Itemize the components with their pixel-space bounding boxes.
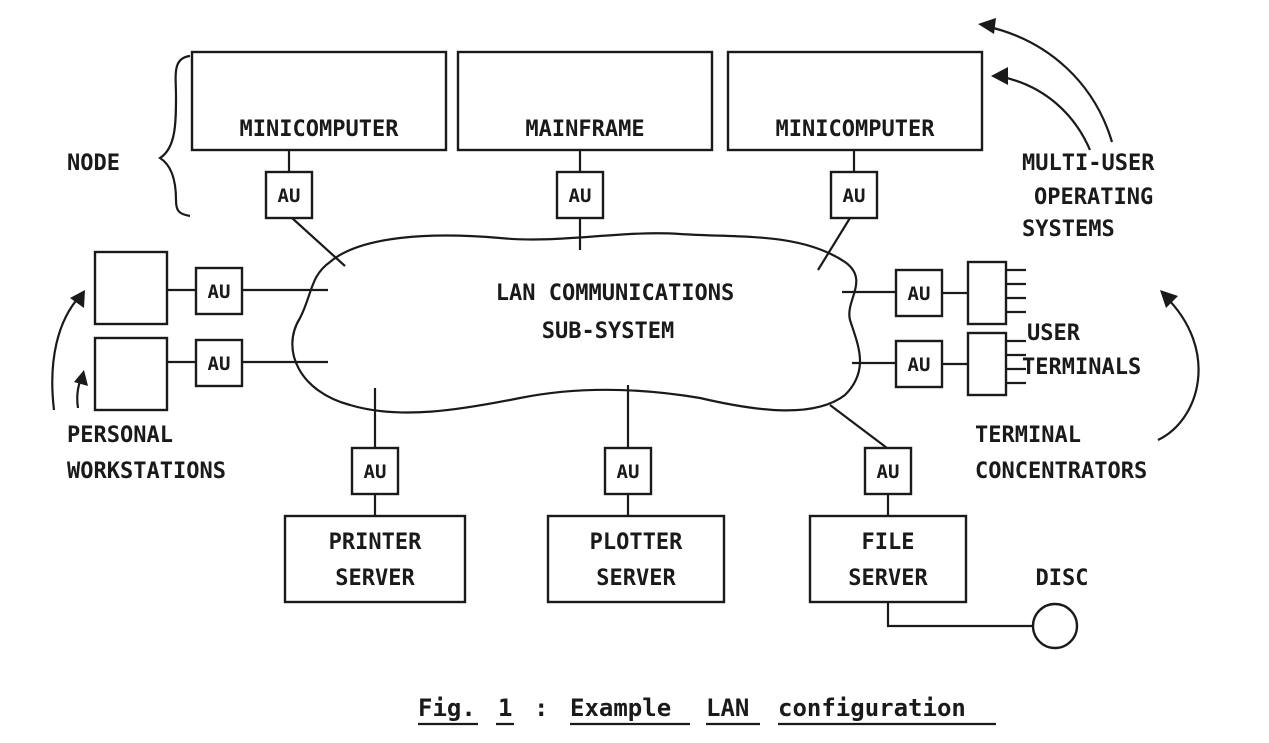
- terminal-concentrators-line1: TERMINAL: [975, 423, 1081, 448]
- mainframe-box: [456, 50, 714, 152]
- caption-word-example: Example: [570, 694, 671, 722]
- lan-title-line1: LAN COMMUNICATIONS: [496, 281, 734, 306]
- user-terminals-line2: TERMINALS: [1022, 355, 1141, 380]
- terminal-concentrator-lower: [966, 331, 1008, 397]
- user-terminals-line1: USER: [1027, 321, 1081, 346]
- arrowhead-workstations-inner: [74, 370, 88, 386]
- link-au-top-right-cloud: [817, 217, 851, 271]
- workstation-lower-box: [93, 336, 169, 412]
- au-file-server: AU: [863, 446, 913, 496]
- plotter-server-box: [546, 514, 726, 604]
- au-printer: AU: [350, 446, 400, 496]
- disc-icon: [1031, 602, 1079, 650]
- au-label: AU: [278, 185, 301, 207]
- file-server-line1: FILE: [862, 530, 915, 555]
- figure-caption: Fig. 1 : Example LAN configuration: [418, 694, 996, 726]
- arrowhead-workstations-outer: [70, 290, 85, 308]
- lan-cloud: [291, 232, 861, 414]
- personal-workstations-line2: WORKSTATIONS: [67, 459, 226, 484]
- au-workstation-lower: AU: [194, 338, 244, 388]
- minicomputer-left-label: MINICOMPUTER: [240, 117, 400, 142]
- minicomputer-left-box: [190, 50, 448, 152]
- au-workstation-upper: AU: [194, 266, 244, 316]
- workstation-upper-box: [93, 250, 169, 326]
- plotter-server-line1: PLOTTER: [590, 530, 683, 555]
- connector-file-server-disc: [886, 602, 1032, 628]
- au-label: AU: [843, 185, 866, 207]
- multi-user-line3: SYSTEMS: [1022, 217, 1115, 242]
- arrowhead-concentrators: [1160, 290, 1178, 308]
- minicomputer-right-label: MINICOMPUTER: [776, 117, 936, 142]
- arrow-multi-user-inner: [997, 74, 1092, 151]
- au-top-right: AU: [829, 170, 879, 220]
- caption-word-configuration: configuration: [778, 694, 966, 722]
- link-cloud-au-file: [829, 404, 888, 449]
- au-concentrator-lower: AU: [894, 339, 944, 389]
- terminal-lines-upper: [1006, 268, 1026, 314]
- au-top-left: AU: [264, 170, 314, 220]
- plotter-server-line2: SERVER: [596, 566, 676, 591]
- caption-separator: :: [534, 694, 548, 722]
- printer-server-box: [283, 514, 467, 604]
- arrowhead-multi-user-inner: [991, 67, 1008, 85]
- file-server-box: [808, 514, 968, 604]
- au-label: AU: [617, 461, 640, 483]
- au-concentrator-upper: AU: [894, 268, 944, 318]
- au-label: AU: [908, 354, 931, 376]
- terminal-concentrator-upper: [966, 260, 1008, 326]
- link-au-top-left-cloud: [291, 217, 346, 267]
- multi-user-line1: MULTI-USER: [1022, 151, 1155, 176]
- arrow-concentrators: [1157, 295, 1200, 441]
- caption-word-lan: LAN: [706, 694, 749, 722]
- disc-label: DISC: [1036, 566, 1089, 591]
- node-brace: [157, 54, 191, 218]
- au-plotter: AU: [603, 446, 653, 496]
- au-label: AU: [877, 461, 900, 483]
- file-server-line2: SERVER: [848, 566, 928, 591]
- au-top-center: AU: [555, 170, 605, 220]
- terminal-concentrators-line2: CONCENTRATORS: [975, 459, 1147, 484]
- mainframe-label: MAINFRAME: [525, 117, 644, 142]
- au-label: AU: [208, 353, 231, 375]
- caption-number: 1: [498, 694, 512, 722]
- arrowhead-multi-user-outer: [978, 18, 996, 34]
- node-label: NODE: [67, 151, 120, 176]
- minicomputer-right-box: [726, 50, 984, 152]
- arrow-workstations-outer: [51, 295, 81, 411]
- au-label: AU: [208, 281, 231, 303]
- personal-workstations-line1: PERSONAL: [67, 423, 173, 448]
- lan-title-line2: SUB-SYSTEM: [542, 319, 674, 344]
- caption-prefix: Fig.: [418, 694, 476, 722]
- printer-server-line1: PRINTER: [329, 530, 422, 555]
- arrow-multi-user-outer: [984, 24, 1114, 143]
- au-label: AU: [908, 283, 931, 305]
- terminal-lines-lower: [1006, 339, 1026, 385]
- au-label: AU: [569, 185, 592, 207]
- printer-server-line2: SERVER: [335, 566, 415, 591]
- au-label: AU: [364, 461, 387, 483]
- multi-user-line2: OPERATING: [1034, 185, 1153, 210]
